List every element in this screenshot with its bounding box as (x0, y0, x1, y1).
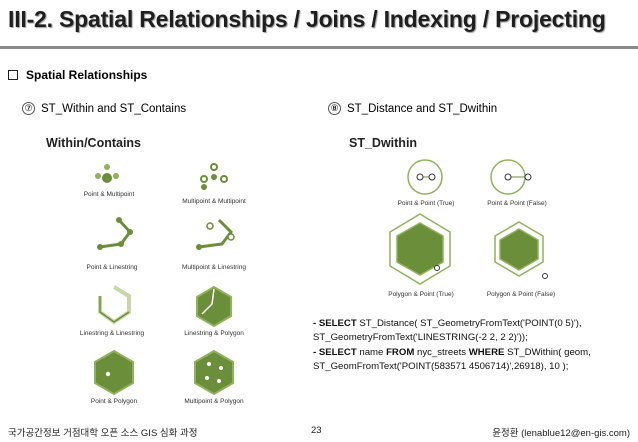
subtopic-within-contains: ⑦ ST_Within and ST_Contains (22, 102, 186, 115)
linestring-linestring-diagram (98, 285, 131, 325)
section-heading: Spatial Relationships (8, 68, 147, 82)
point-multipoint-diagram (95, 164, 119, 183)
sql-example-dwithin: - SELECT name FROM nyc_streets WHERE ST_… (313, 347, 591, 372)
cell-label-multipoint-polygon: Multipoint & Polygon (184, 398, 244, 405)
point-point-false-diagram (490, 159, 532, 195)
cell-label-point-point-true: Point & Point (True) (397, 200, 455, 207)
polygon-point-false-diagram (494, 221, 548, 279)
cell-label-point-linestring: Point & Linestring (86, 264, 138, 271)
cell-label-point-polygon: Point & Polygon (90, 398, 138, 405)
subtopic-distance-dwithin-label: ST_Distance and ST_Dwithin (347, 102, 498, 115)
point-point-true-diagram (407, 159, 443, 195)
slide-title: III-2. Spatial Relationships / Joins / I… (8, 6, 606, 32)
sql-examples: - SELECT ST_Distance( ST_GeometryFromTex… (313, 317, 631, 375)
footer-page-number: 23 (311, 425, 322, 436)
cell-label-polygon-point-false: Polygon & Point (False) (486, 291, 556, 298)
cell-label-polygon-point-true: Polygon & Point (True) (388, 291, 454, 298)
multipoint-linestring-diagram (196, 218, 235, 250)
point-polygon-diagram (94, 349, 134, 396)
checkbox-bullet-icon (8, 70, 18, 80)
cell-label-multipoint-linestring: Multipoint & Linestring (182, 264, 246, 271)
title-divider (0, 46, 638, 49)
cell-label-linestring-linestring: Linestring & Linestring (79, 330, 145, 337)
cell-label-point-point-false: Point & Point (False) (487, 200, 547, 207)
within-contains-figure-title: Within/Contains (46, 136, 142, 150)
linestring-polygon-diagram (196, 285, 232, 328)
footer-author: 윤정환 (lenablue12@en-gis.com) (492, 428, 630, 439)
circled-number-8: ⑧ (328, 102, 341, 115)
subtopic-within-contains-label: ST_Within and ST_Contains (41, 102, 187, 115)
sql-example-distance: - SELECT ST_Distance( ST_GeometryFromTex… (313, 318, 582, 343)
polygon-point-true-diagram (389, 213, 451, 285)
footer-course-name: 국가공간정보 거점대학 오픈 소스 GIS 심화 과정 (8, 428, 198, 439)
circled-number-7: ⑦ (22, 102, 35, 115)
cell-label-point-multipoint: Point & Multipoint (83, 191, 135, 198)
section-heading-text: Spatial Relationships (26, 68, 148, 82)
cell-label-multipoint-multipoint: Multipoint & Multipoint (182, 198, 246, 205)
cell-label-linestring-polygon: Linestring & Polygon (184, 330, 244, 337)
multipoint-multipoint-diagram (200, 163, 228, 190)
point-linestring-diagram (97, 217, 133, 250)
subtopic-distance-dwithin: ⑧ ST_Distance and ST_Dwithin (328, 102, 497, 115)
dwithin-figure-title: ST_Dwithin (349, 136, 418, 150)
multipoint-polygon-diagram (194, 349, 234, 396)
